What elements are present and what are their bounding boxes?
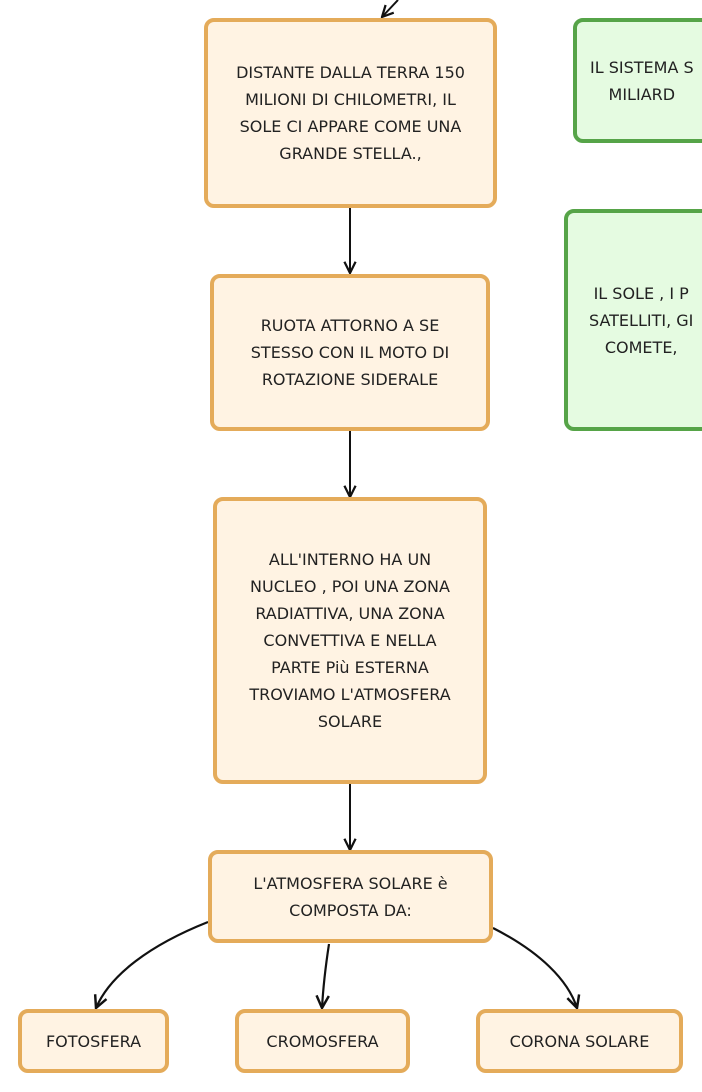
arrow-into-distance (382, 0, 399, 17)
arrow-atmosphere-to-corona (492, 927, 577, 1008)
node-distance-text: DISTANTE DALLA TERRA 150 MILIONI DI CHIL… (236, 63, 465, 163)
node-atmosphere-text: L'ATMOSFERA SOLARE è COMPOSTA DA: (253, 873, 448, 920)
node-chromosphere[interactable]: CROMOSFERA (235, 1009, 410, 1073)
node-corona[interactable]: CORONA SOLARE (476, 1009, 683, 1073)
node-interior-text: ALL'INTERNO HA UN NUCLEO , POI UNA ZONA … (249, 550, 451, 731)
node-photosphere-text: FOTOSFERA (45, 1031, 142, 1051)
node-sun-planets[interactable]: IL SOLE , I P SATELLITI, GI COMETE, (564, 209, 702, 431)
node-solar-system-text: IL SISTEMA S MILIARD (590, 57, 694, 104)
node-chromosphere-text: CROMOSFERA (266, 1031, 379, 1051)
arrow-atmosphere-to-photosphere (96, 920, 209, 1008)
arrow-atmosphere-to-chromosphere (322, 943, 331, 1008)
node-photosphere[interactable]: FOTOSFERA (18, 1009, 169, 1073)
node-interior[interactable]: ALL'INTERNO HA UN NUCLEO , POI UNA ZONA … (213, 497, 487, 784)
node-rotation[interactable]: RUOTA ATTORNO A SE STESSO CON IL MOTO DI… (210, 274, 490, 431)
node-solar-system[interactable]: IL SISTEMA S MILIARD (573, 18, 702, 143)
node-atmosphere[interactable]: L'ATMOSFERA SOLARE è COMPOSTA DA: (208, 850, 493, 943)
node-corona-text: CORONA SOLARE (509, 1031, 650, 1051)
node-distance[interactable]: DISTANTE DALLA TERRA 150 MILIONI DI CHIL… (204, 18, 497, 208)
node-rotation-text: RUOTA ATTORNO A SE STESSO CON IL MOTO DI… (250, 316, 450, 389)
node-sun-planets-text: IL SOLE , I P SATELLITI, GI COMETE, (589, 283, 694, 357)
